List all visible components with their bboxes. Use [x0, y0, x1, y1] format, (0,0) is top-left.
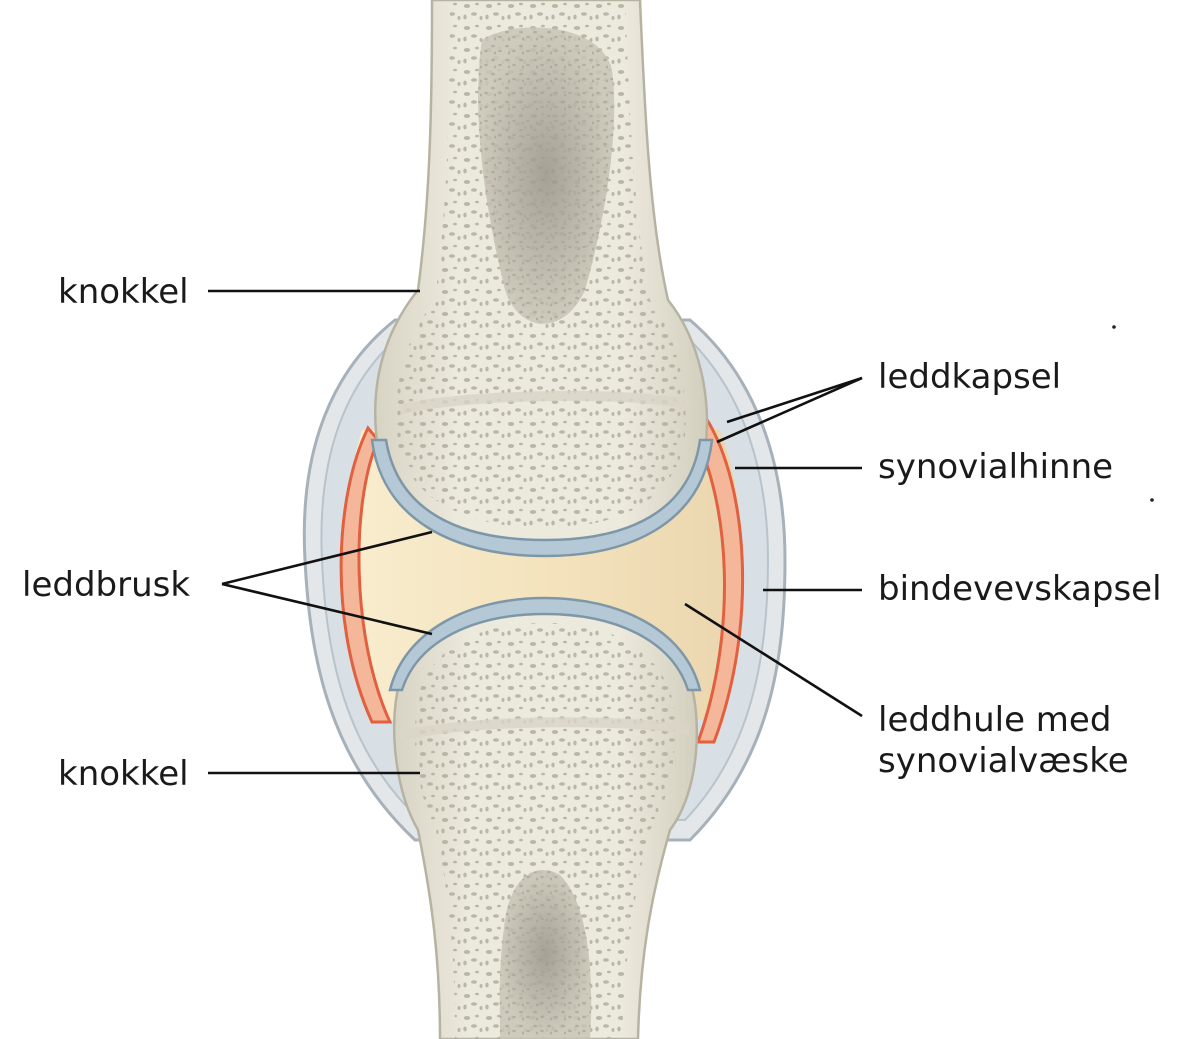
upper-growth-line [398, 390, 692, 415]
upper-cartilage [370, 438, 714, 558]
label-synovial-membrane: synovialhinne [878, 447, 1113, 487]
label-joint-capsule: leddkapsel [878, 357, 1061, 397]
label-bone-top: knokkel [58, 272, 189, 312]
leader-cartilage-upper [221, 530, 433, 586]
label-cartilage: leddbrusk [22, 565, 190, 605]
leader-joint-cavity [684, 602, 863, 718]
label-joint-cavity-line1: leddhule med [878, 700, 1111, 740]
lower-bone-marrow-texture [499, 870, 592, 1039]
synovial-membrane-right [690, 415, 745, 744]
leader-cartilage-lower [221, 582, 433, 636]
lower-cartilage [388, 596, 702, 692]
label-joint-cavity-line2: synovialvæske [878, 741, 1129, 781]
lower-growth-line [403, 717, 691, 740]
upper-bone-marrow-texture [478, 27, 615, 324]
joint-cavity [344, 430, 743, 720]
stray-dot [1150, 498, 1154, 502]
label-fibrous-capsule: bindevevskapsel [878, 569, 1162, 609]
synovial-membrane-left [339, 425, 393, 724]
leader-joint-capsule-a [726, 376, 863, 424]
leader-joint-capsule-b [716, 376, 863, 444]
label-bone-bottom: knokkel [58, 754, 189, 794]
stray-dot [1112, 325, 1116, 329]
